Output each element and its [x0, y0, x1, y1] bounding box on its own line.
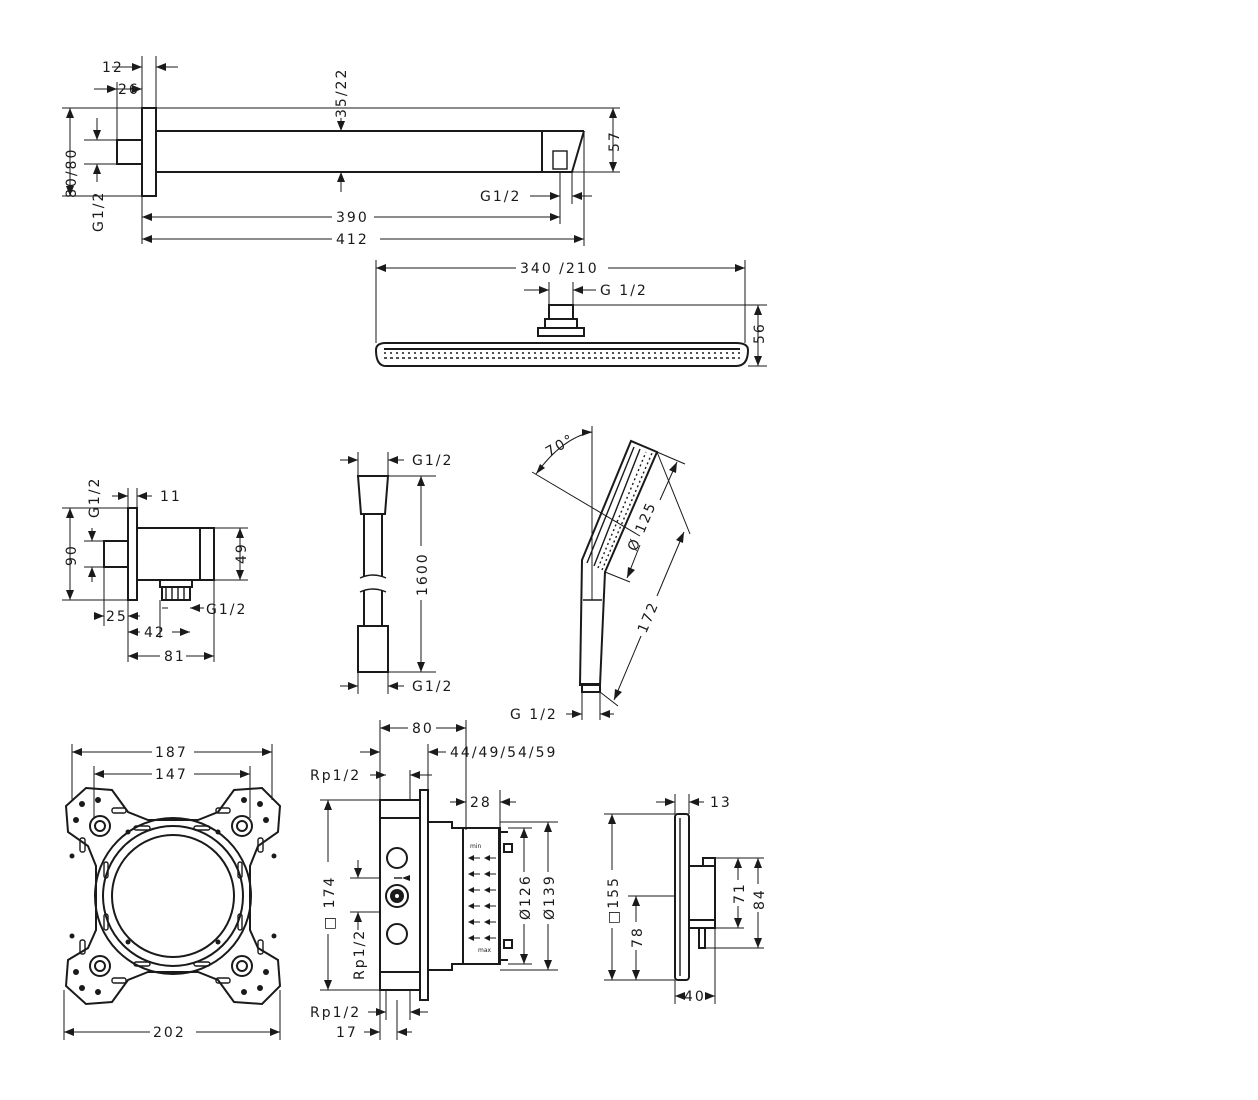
dim-12-label: 12	[102, 60, 124, 76]
dim-390-label: 390	[336, 210, 369, 226]
dim-84-label: 84	[752, 888, 768, 910]
outlet-g-top-label: G1/2	[87, 477, 103, 518]
dim-187-label: 187	[155, 745, 188, 761]
corner-boss-tl	[89, 815, 111, 837]
hose-top-fitting	[356, 475, 390, 515]
arm-outlet	[552, 150, 568, 170]
dim-26-label: 26	[118, 82, 140, 98]
dim-147-label: 147	[155, 767, 188, 783]
overhead-g-label: G 1/2	[600, 283, 648, 299]
dim-40-label: 40	[684, 989, 706, 1005]
dim-81-label: 81	[164, 649, 186, 665]
dim-17-label: 17	[336, 1025, 358, 1041]
port-middle	[385, 884, 409, 908]
mounting-plate-ring-outer	[94, 817, 252, 975]
outlet-thread	[161, 586, 191, 601]
corner-boss-tr	[231, 815, 253, 837]
dim-44-59-label: 44/49/54/59	[450, 745, 557, 761]
dim-202-label: 202	[153, 1025, 186, 1041]
trim-handle	[688, 865, 716, 929]
arm-wall-flange	[141, 107, 157, 197]
dim-71-label: 71	[732, 882, 748, 904]
hose-g-top-label: G1/2	[412, 453, 453, 469]
overhead-connector	[548, 304, 574, 320]
dim-126-label: Ø126	[518, 874, 534, 920]
dim-1600-label: 1600	[415, 552, 431, 596]
dim-78-label: 78	[630, 926, 646, 948]
dim-139-label: Ø139	[542, 874, 558, 920]
trim-set: 13 □155 78 71 84 40	[604, 794, 768, 1005]
dim-42-label: 42	[144, 625, 166, 641]
mounting-plate: 187 147 202	[63, 744, 282, 1041]
hand-shower-g-label: G 1/2	[510, 707, 558, 723]
angle-70-label: 70°	[543, 431, 578, 460]
hand-shower: 70° Ø 125 172 G 1/2	[510, 426, 691, 723]
rp-bottom-label: Rp1/2	[310, 1005, 361, 1021]
rp-top-label: Rp1/2	[310, 768, 361, 784]
mounting-plate-outline	[64, 786, 282, 1006]
dim-35-22-label: 35/22	[334, 68, 350, 118]
basic-set-plate	[419, 789, 429, 1001]
overhead-shower: 340 /210 G 1/2 56	[374, 260, 768, 367]
hose-bottom-fitting	[357, 625, 389, 673]
trim-plate	[674, 813, 690, 981]
basic-set: min max 80 44	[310, 720, 558, 1041]
dim-56-label: 56	[752, 322, 768, 344]
corner-boss-br	[231, 955, 253, 977]
max-label: max	[478, 947, 492, 954]
arm-thread	[116, 139, 143, 165]
dim-25-label: 25	[106, 609, 128, 625]
dim-57-label: 57	[607, 130, 623, 152]
overhead-head-body	[374, 342, 750, 367]
port-bottom	[386, 923, 408, 945]
arm-g-left-label: G1/2	[91, 191, 107, 232]
hose-g-bottom-label: G1/2	[412, 679, 453, 695]
shower-arm: 12 26 35/22 80/80 G1/2 57 G1/2	[62, 56, 623, 248]
dim-80-80-label: 80/80	[64, 148, 80, 198]
dim-174-label: □ 174	[322, 876, 338, 930]
dim-90-label: 90	[64, 544, 80, 566]
basic-set-cartridge	[462, 827, 500, 965]
hand-shower-thread	[581, 683, 601, 693]
dim-125-label: Ø 125	[625, 499, 660, 553]
dim-11-label: 11	[160, 489, 182, 505]
corner-boss-bl	[89, 955, 111, 977]
dim-155-label: □155	[606, 876, 622, 924]
dim-13-label: 13	[710, 795, 732, 811]
dim-340-210-label: 340 /210	[520, 261, 599, 277]
depth-scale-marks	[468, 855, 496, 941]
min-label: min	[470, 843, 482, 850]
dim-28-label: 28	[470, 795, 492, 811]
dim-49-label: 49	[234, 542, 250, 564]
dim-412-label: 412	[336, 232, 369, 248]
rp-mid-label: Rp1/2	[352, 929, 368, 980]
shower-hose: G1/2 1600 G1/2	[340, 452, 453, 695]
port-top	[386, 847, 408, 869]
outlet-g-right-label: G1/2	[206, 602, 247, 618]
arm-g-right-label: G1/2	[480, 189, 521, 205]
dim-80-label: 80	[412, 721, 434, 737]
dim-172-label: 172	[635, 599, 663, 635]
wall-outlet: G1/2 11 90 49 25 G1/2	[62, 477, 250, 665]
outlet-flange	[127, 507, 138, 601]
